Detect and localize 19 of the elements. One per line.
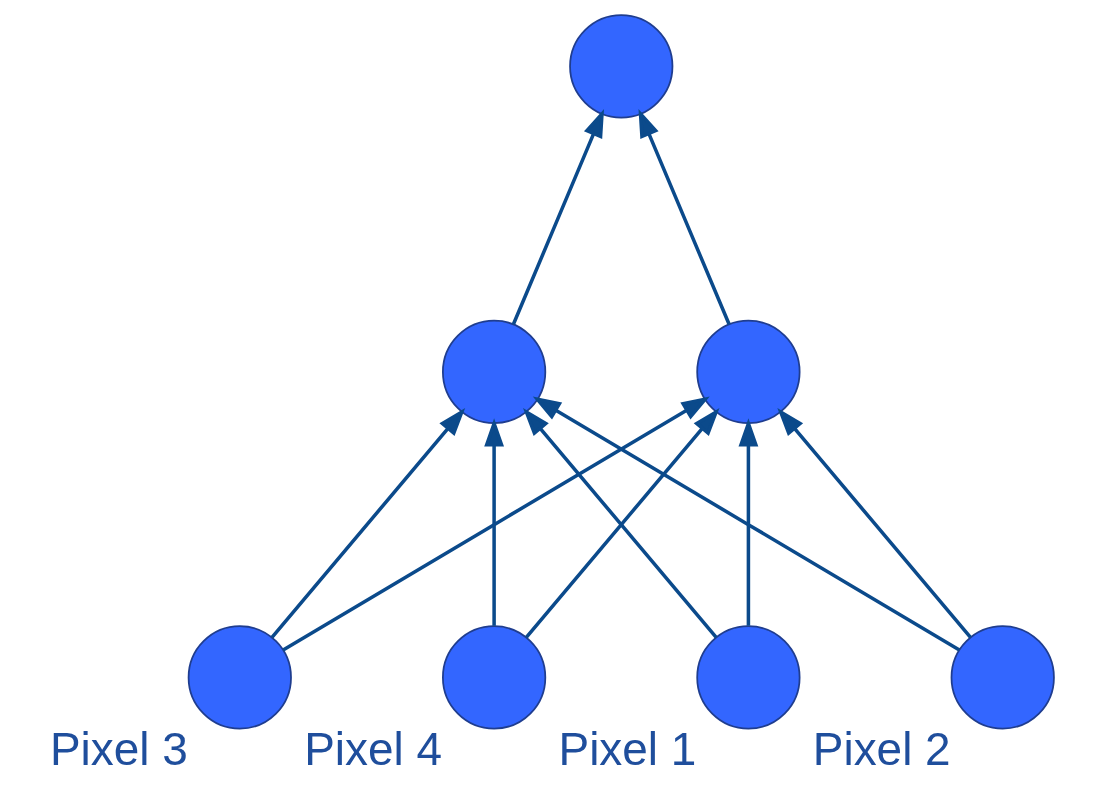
node-circle [568, 14, 673, 119]
node-circle [441, 625, 546, 730]
node-label: Pixel 3 [49, 723, 188, 776]
node-label: Pixel 4 [303, 723, 442, 776]
node-circle [950, 625, 1055, 730]
arrow [776, 408, 972, 639]
node-circle [187, 625, 292, 730]
node-circle [695, 625, 800, 730]
arrow [738, 418, 758, 626]
arrow [281, 396, 710, 652]
node-label: Pixel 1 [558, 723, 696, 776]
node-label: Pixel 2 [812, 723, 951, 776]
arrow [483, 418, 504, 626]
arrow [511, 109, 604, 325]
arrow [637, 109, 731, 325]
arrow [532, 396, 960, 652]
node-circle [695, 319, 800, 424]
node-circle [441, 319, 546, 424]
arrow [270, 408, 465, 639]
